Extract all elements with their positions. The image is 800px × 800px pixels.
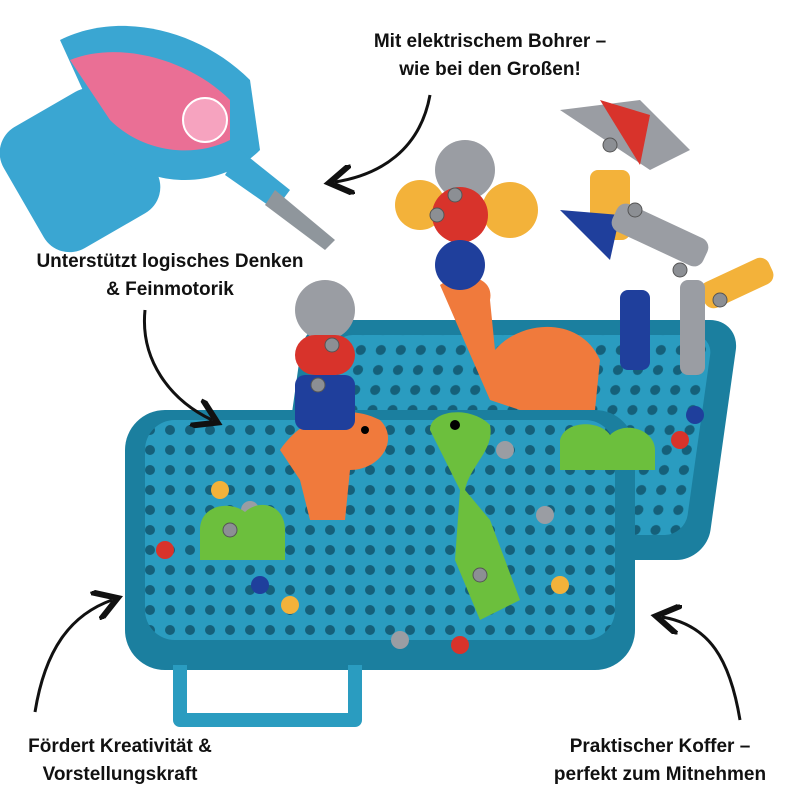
caption-drill-line-1: Mit elektrischem Bohrer – <box>373 31 607 52</box>
flower-tower <box>395 140 538 290</box>
caption-logic: Unterstützt logisches Denken & Feinmotor… <box>0 248 340 304</box>
left-tower <box>295 280 355 430</box>
caption-creativity: Fördert Kreativität & Vorstellungskraft <box>0 733 240 789</box>
curved-arrow-icon <box>33 600 112 713</box>
caption-case-line-2: perfekt zum Mitnehmen <box>553 764 767 785</box>
caption-case-line-1: Praktischer Koffer – <box>569 736 751 757</box>
drill-icon <box>0 25 335 253</box>
screw-head-icon <box>222 137 728 583</box>
caption-drill: Mit elektrischem Bohrer – wie bei den Gr… <box>330 28 650 84</box>
green-dino <box>430 412 520 620</box>
caption-logic-line-1: Unterstützt logisches Denken <box>36 251 304 272</box>
curved-arrow-icon <box>335 94 432 182</box>
orange-dino <box>280 411 389 520</box>
caption-creativity-line-2: Vorstellungskraft <box>42 764 198 785</box>
caption-logic-line-2: & Feinmotorik <box>106 279 234 300</box>
caption-creativity-line-1: Fördert Kreativität & <box>28 736 212 757</box>
caption-case: Praktischer Koffer – perfekt zum Mitnehm… <box>520 733 800 789</box>
curved-arrow-icon <box>142 309 212 420</box>
caption-drill-line-2: wie bei den Großen! <box>399 59 581 80</box>
green-bush <box>200 504 285 560</box>
longneck-dino <box>440 276 655 470</box>
curved-arrow-icon <box>662 617 742 721</box>
